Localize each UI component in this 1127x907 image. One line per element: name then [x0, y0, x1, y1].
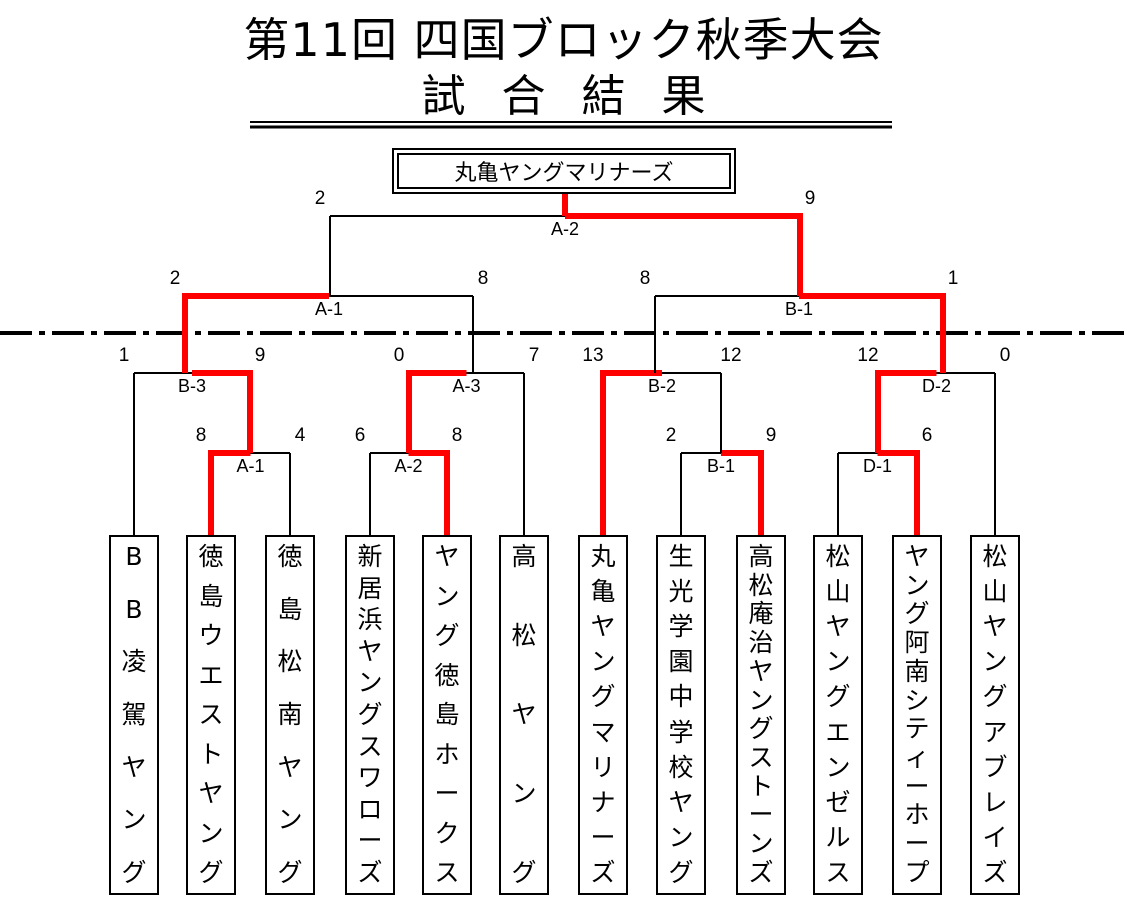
game-label: D-1 — [863, 456, 892, 476]
game-label: B-1 — [707, 456, 735, 476]
team-box: 生光学園中学校ヤング — [656, 535, 706, 895]
score-left: 8 — [640, 268, 651, 289]
team-name: 生光学園中学校ヤング — [668, 542, 694, 887]
winner-path — [799, 293, 946, 373]
winner-path — [192, 370, 253, 453]
game-label: B-1 — [785, 299, 813, 319]
score-left: 1 — [119, 345, 130, 366]
champion-box: 丸亀ヤングマリナーズ — [392, 148, 736, 194]
game-label: A-2 — [394, 456, 422, 476]
winner-path — [565, 213, 803, 296]
team-name: ヤング阿南シティーホープ — [904, 542, 930, 887]
team-box: 高松庵治ヤングストーンズ — [736, 535, 786, 895]
team-name: 新居浜ヤングスワローズ — [357, 542, 383, 887]
game-label: B-2 — [648, 376, 676, 396]
team-box: 松山ヤングアブレイズ — [970, 535, 1020, 895]
winner-path — [408, 450, 450, 535]
team-name: ヤング徳島ホークス — [434, 542, 460, 887]
champion-name: 丸亀ヤングマリナーズ — [397, 153, 731, 189]
score-right: 9 — [766, 425, 777, 446]
score-right: 1 — [948, 268, 959, 289]
winner-path — [721, 450, 764, 535]
score-left: 2 — [315, 188, 326, 209]
team-box: 徳島ウエストヤング — [186, 535, 236, 895]
team-name: 高松ヤング — [511, 542, 537, 887]
team-box: 松山ヤングエンゼルス — [813, 535, 863, 895]
winner-path — [600, 370, 662, 535]
winner-path — [208, 450, 251, 535]
results-subtitle: 試合結果 — [421, 71, 742, 122]
score-left: 2 — [666, 425, 677, 446]
score-left: 2 — [170, 268, 181, 289]
score-right: 4 — [295, 425, 306, 446]
score-right: 12 — [720, 345, 741, 366]
team-box: ヤング徳島ホークス — [422, 535, 472, 895]
score-left: 13 — [582, 345, 603, 366]
score-left: 8 — [196, 425, 207, 446]
score-left: 6 — [355, 425, 366, 446]
score-right: 8 — [452, 425, 463, 446]
tournament-title: 第11回 四国ブロック秋季大会 — [243, 13, 884, 67]
winner-path — [406, 370, 467, 453]
team-name: 松山ヤングアブレイズ — [982, 542, 1008, 887]
game-label: A-2 — [551, 219, 579, 239]
team-name: 徳島ウエストヤング — [198, 542, 224, 887]
game-label: A-1 — [315, 299, 343, 319]
game-label: A-3 — [452, 376, 480, 396]
score-right: 9 — [255, 345, 266, 366]
score-left: 0 — [394, 345, 405, 366]
winner-path — [877, 450, 920, 535]
game-label: D-2 — [922, 376, 951, 396]
team-box: 徳島松南ヤング — [265, 535, 315, 895]
team-box: 高松ヤング — [499, 535, 549, 895]
team-name: 徳島松南ヤング — [277, 542, 303, 887]
game-label: A-1 — [236, 456, 264, 476]
score-right: 8 — [478, 268, 489, 289]
score-right: 6 — [922, 425, 933, 446]
score-right: 7 — [529, 345, 540, 366]
team-name: 松山ヤングエンゼルス — [825, 542, 851, 887]
winner-path — [182, 293, 329, 373]
team-box: ヤング阿南シティーホープ — [892, 535, 942, 895]
score-left: 12 — [857, 345, 878, 366]
team-box: 新居浜ヤングスワローズ — [345, 535, 395, 895]
winner-path — [875, 370, 937, 453]
game-label: B-3 — [178, 376, 206, 396]
score-right: 9 — [805, 188, 816, 209]
score-right: 0 — [1000, 345, 1011, 366]
team-box: 丸亀ヤングマリナーズ — [578, 535, 628, 895]
team-name: 高松庵治ヤングストーンズ — [748, 542, 774, 887]
team-name: 丸亀ヤングマリナーズ — [590, 542, 616, 887]
